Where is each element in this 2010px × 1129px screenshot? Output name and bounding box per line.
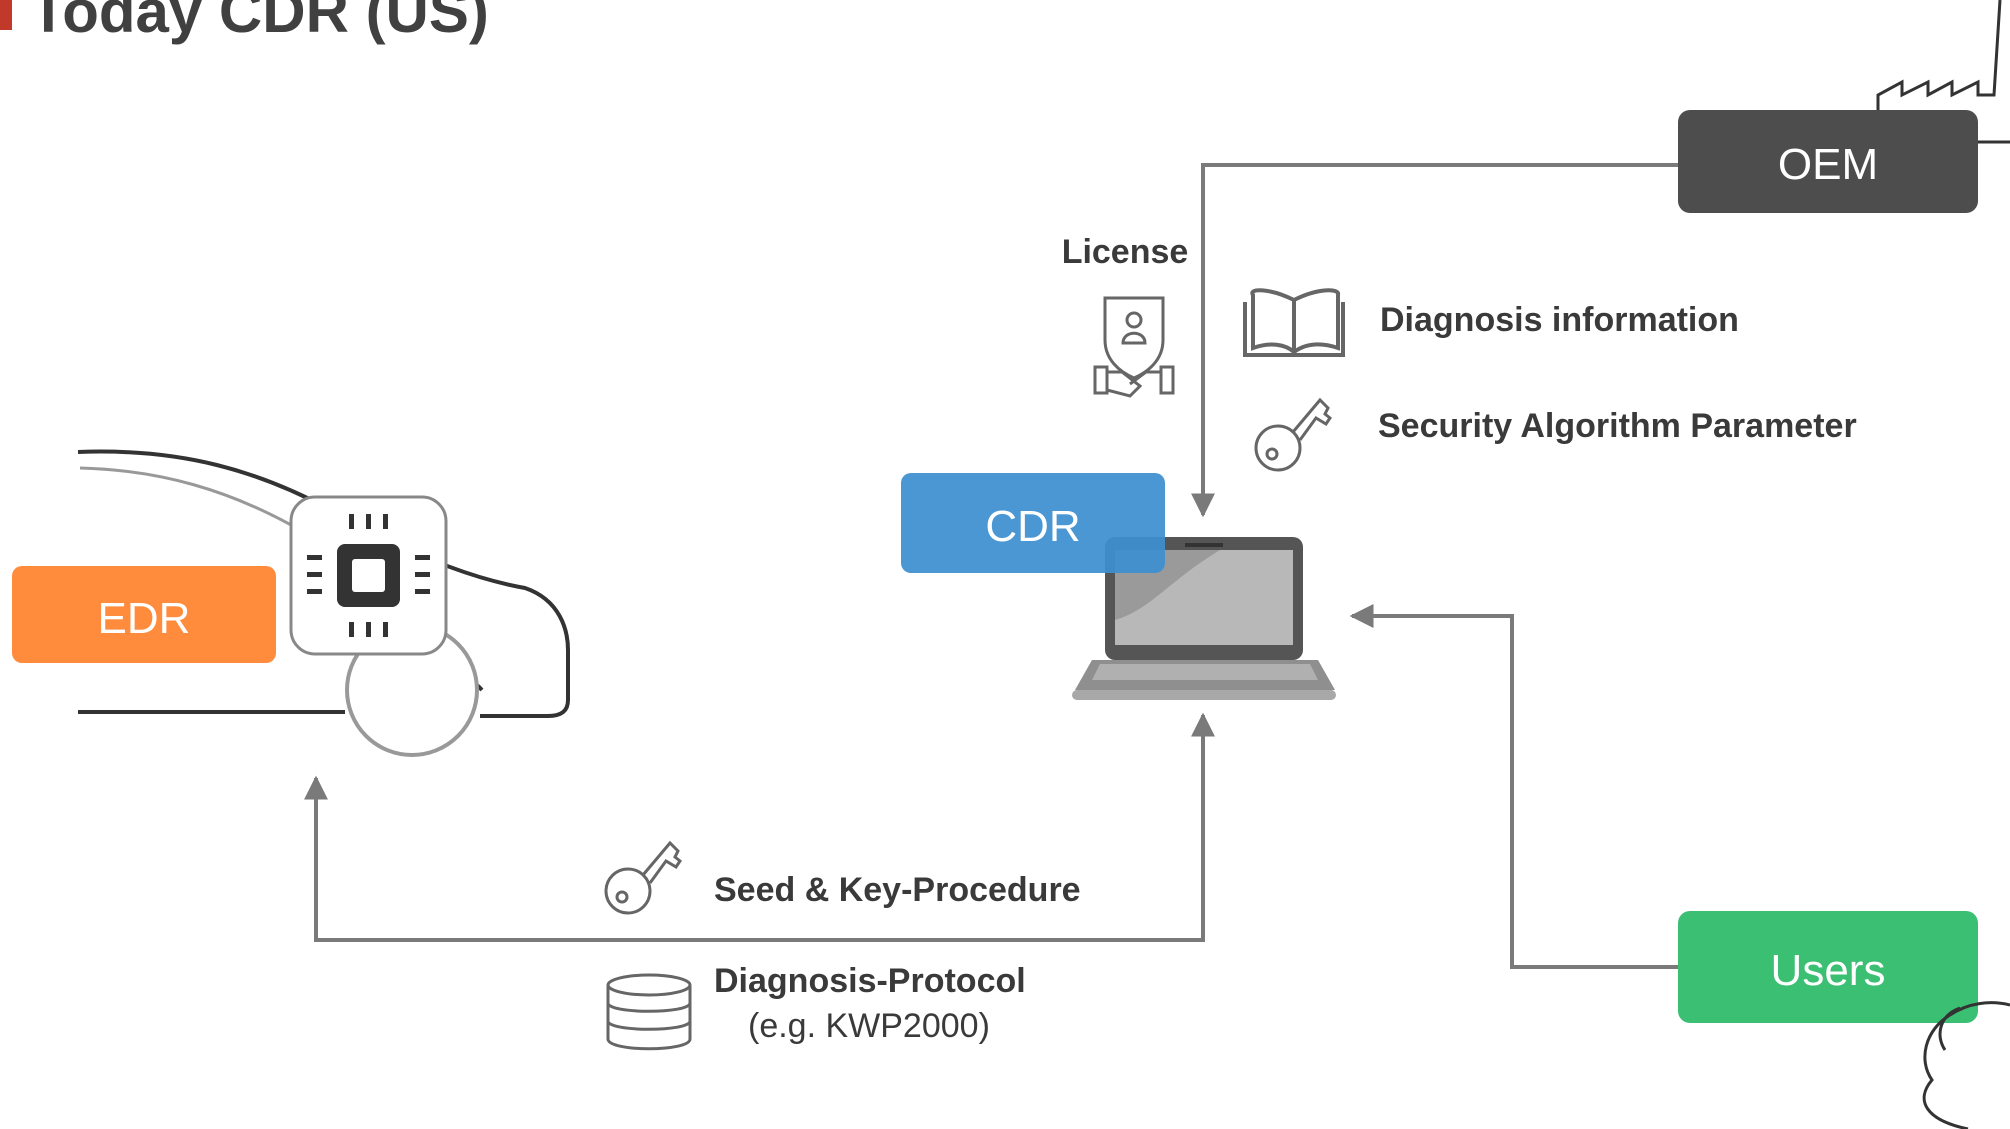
license-shield-icon [1093, 296, 1175, 398]
cdr-box [901, 473, 1165, 573]
license-label: License [1062, 233, 1189, 271]
key-icon [1254, 397, 1333, 472]
diagnosis-information-label: Diagnosis information [1380, 301, 1739, 339]
users-label: Users [1771, 946, 1886, 995]
connector-users-to-cdr [1349, 604, 1678, 969]
seed-key-procedure-label: Seed & Key-Procedure [714, 871, 1081, 909]
connector-oem-to-cdr [1191, 163, 1678, 518]
edr-box [12, 566, 276, 663]
oem-label: OEM [1778, 140, 1878, 189]
book-icon [1243, 288, 1345, 357]
cdr-label: CDR [985, 502, 1080, 551]
users-icon [1922, 1001, 2010, 1129]
connector-cdr-edr [304, 712, 1215, 942]
seed-key-icon [604, 840, 683, 915]
users-box [1678, 911, 1978, 1023]
database-icon [606, 973, 692, 1051]
diagnosis-protocol-example: (e.g. KWP2000) [748, 1007, 990, 1045]
title-accent-bar [0, 0, 12, 30]
oem-box [1678, 110, 1978, 213]
security-algorithm-parameter-label: Security Algorithm Parameter [1378, 407, 1857, 445]
page-title: Today CDR (US) [30, 0, 489, 45]
chip-icon [289, 495, 448, 656]
diagnosis-protocol-label: Diagnosis-Protocol [714, 962, 1026, 1000]
edr-label: EDR [98, 594, 191, 643]
